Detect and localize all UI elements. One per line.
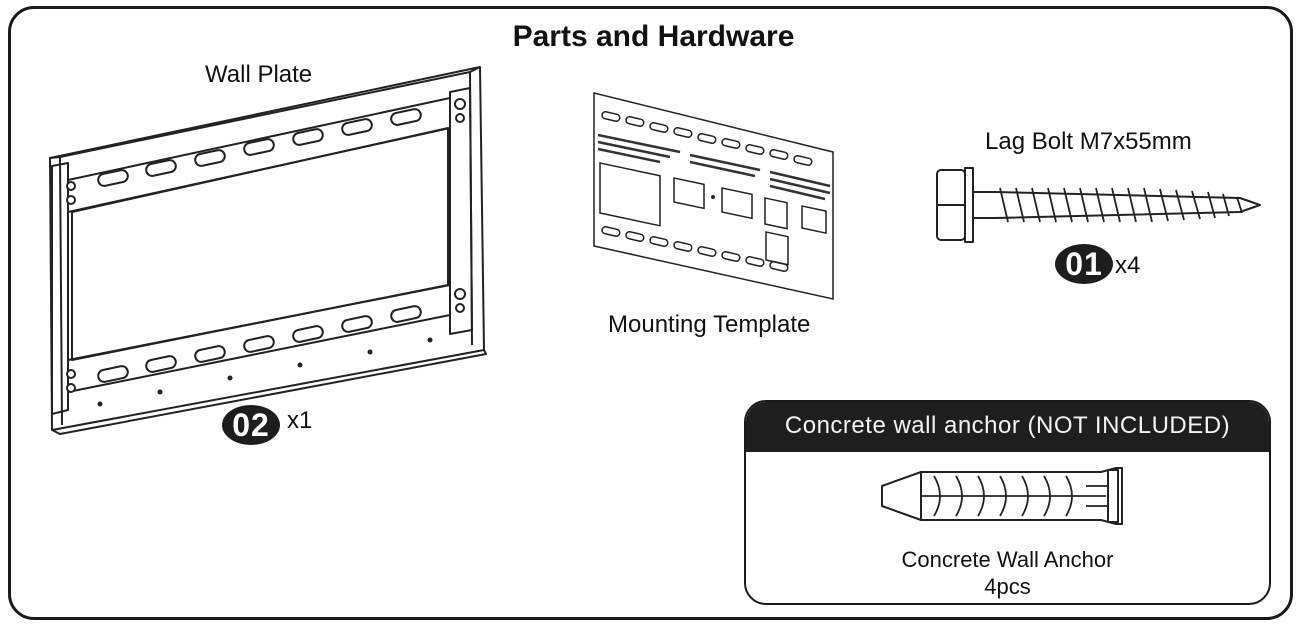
concrete-anchor-illustration — [881, 467, 1123, 525]
wall-plate-label: Wall Plate — [205, 61, 313, 88]
lag-bolt-label: Lag Bolt M7x55mm — [985, 128, 1192, 155]
lag-bolt-quantity: x4 — [1115, 252, 1141, 279]
anchor-panel-header: Concrete wall anchor (NOT INCLUDED) — [746, 402, 1269, 452]
anchor-caption: Concrete Wall Anchor — [901, 547, 1114, 572]
part-number-badge-01: 01 — [1055, 244, 1113, 284]
anchor-panel: Concrete wall anchor (NOT INCLUDED) Conc… — [744, 400, 1271, 605]
wall-plate-quantity: x1 — [287, 407, 313, 434]
anchor-quantity: 4pcs — [984, 574, 1031, 599]
mounting-template-label: Mounting Template — [608, 311, 811, 338]
page-title: Parts and Hardware — [512, 20, 795, 53]
part-number-badge-02: 02 — [222, 405, 280, 445]
diagram-frame — [8, 6, 1293, 620]
